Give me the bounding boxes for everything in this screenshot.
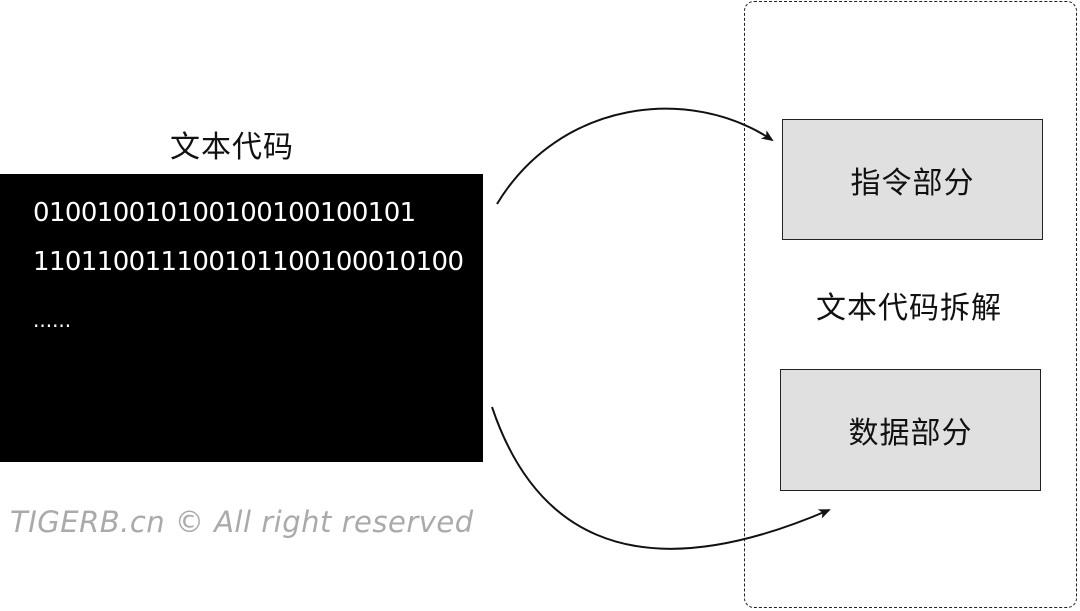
watermark: TIGERB.cn © All right reserved [10, 505, 474, 539]
decomposition-panel [744, 1, 1077, 608]
code-line: 010010010100100100100101 [33, 198, 416, 228]
decomposition-label: 文本代码拆解 [816, 291, 1002, 326]
code-line-ellipsis: ...... [33, 308, 72, 332]
binary-code-block: 010010010100100100100101 110110011100101… [0, 174, 483, 462]
arrow-to-instruction-icon [496, 107, 774, 205]
code-line: 110110011100101100100010100 [33, 247, 464, 277]
data-part-label: 数据部分 [848, 416, 973, 451]
data-part-box: 数据部分 [780, 369, 1041, 491]
instruction-part-label: 指令部分 [850, 165, 975, 201]
code-title: 文本代码 [170, 130, 294, 165]
instruction-part-box: 指令部分 [782, 119, 1043, 240]
